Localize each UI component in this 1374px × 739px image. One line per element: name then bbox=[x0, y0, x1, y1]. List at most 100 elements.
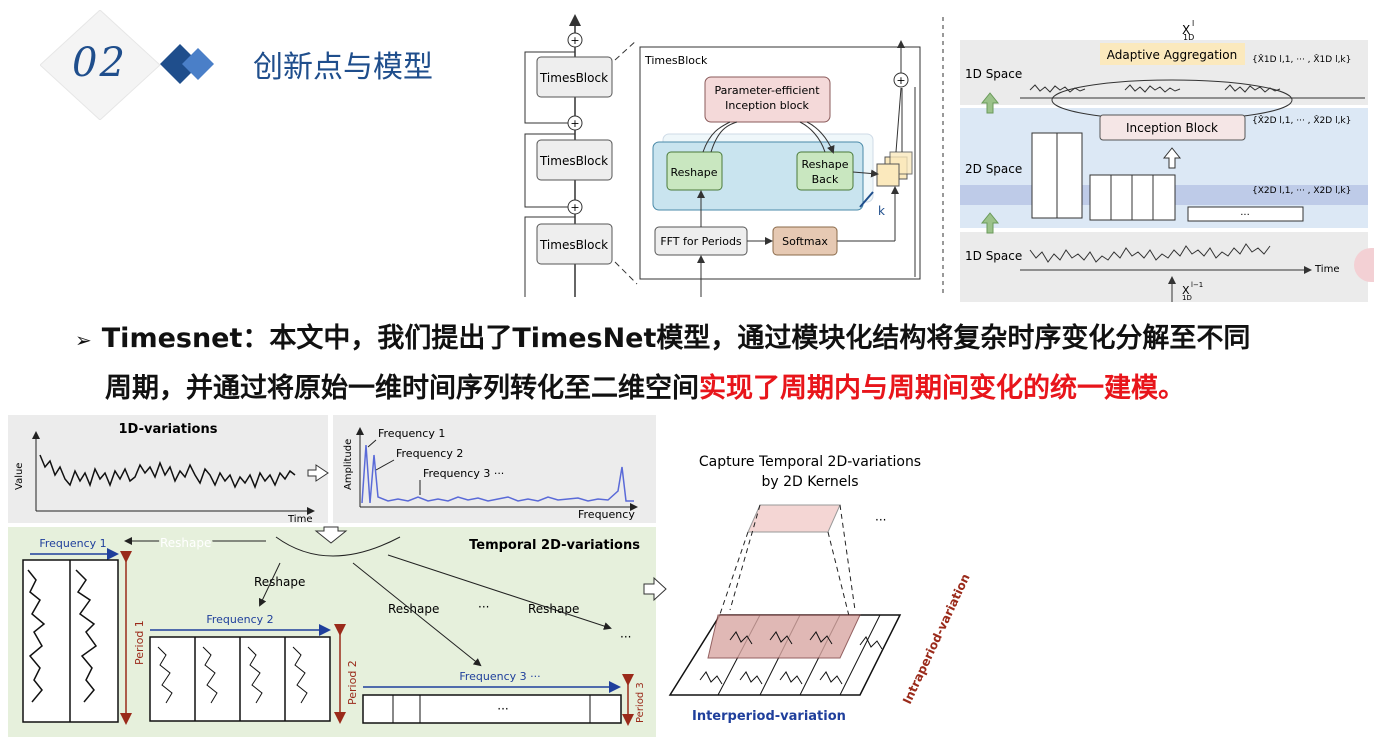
up-arrow-icon bbox=[980, 92, 1000, 114]
diamond-icon bbox=[160, 44, 200, 84]
period-label-1: Period 1 bbox=[133, 620, 146, 665]
set-2d-label: {X2D l,1, ··· , X2D l,k} bbox=[1252, 186, 1351, 196]
timesnet-architecture-figure: TimesBlock TimesBlock TimesBlock + + + T… bbox=[524, 14, 944, 297]
time-label: Time bbox=[1314, 264, 1339, 275]
capture-line-1: Capture Temporal 2D-variations bbox=[699, 454, 921, 470]
space-1d-bottom: 1D Space bbox=[965, 249, 1022, 263]
bullet-text-1: Timesnet：本文中，我们提出了TimesNet模型，通过模块化结构将复杂时… bbox=[101, 323, 1251, 354]
series-1d-variation bbox=[39, 454, 296, 490]
timesblock-box-2 bbox=[536, 139, 613, 181]
x-out-sub: 1D bbox=[1183, 33, 1194, 42]
timesblock-label-2: TimesBlock bbox=[539, 154, 608, 168]
interperiod-label: Interperiod-variation bbox=[692, 709, 846, 724]
side-bubble-icon[interactable] bbox=[1354, 248, 1374, 282]
reshape-box bbox=[666, 151, 723, 191]
section-title: 创新点与模型 bbox=[253, 50, 433, 85]
adaptive-aggregation-label: Adaptive Aggregation bbox=[1107, 48, 1237, 62]
period-label-3: Period 3 bbox=[635, 682, 646, 723]
svg-text:+: + bbox=[570, 34, 579, 47]
grid-period-3 bbox=[362, 694, 622, 724]
x-out-label: X bbox=[1182, 23, 1190, 37]
timesblock-label-1: TimesBlock bbox=[539, 71, 608, 85]
timesblock-box-1 bbox=[536, 56, 613, 98]
softmax-label: Softmax bbox=[782, 235, 828, 248]
kernel-region bbox=[707, 614, 861, 659]
svg-text:+: + bbox=[570, 117, 579, 130]
freq-span-1: Frequency 1 bbox=[39, 537, 106, 550]
freq-span-2: Frequency 2 bbox=[206, 613, 273, 626]
intraperiod-label: Intraperiod-variation bbox=[900, 572, 973, 707]
freq-label-3: Frequency 3 ··· bbox=[423, 467, 504, 480]
svg-text:+: + bbox=[896, 74, 905, 87]
temporal-2d-title: Temporal 2D-variations bbox=[469, 538, 640, 553]
up-arrow-icon bbox=[980, 212, 1000, 234]
right-arrow-icon bbox=[307, 464, 329, 482]
x-out-sup: l bbox=[1192, 19, 1194, 28]
svg-text:+: + bbox=[570, 201, 579, 214]
space-1d-top: 1D Space bbox=[965, 67, 1022, 81]
set-1d-label: {X̂1D l,1, ··· , X̂1D l,k} bbox=[1252, 53, 1351, 65]
inception-line1: Parameter-efficient bbox=[714, 84, 820, 97]
freq-label-2: Frequency 2 bbox=[396, 447, 463, 460]
up-outline-arrow-icon bbox=[1162, 147, 1182, 169]
frequency-axis-label: Frequency bbox=[578, 508, 635, 521]
variations-figure: 1D-variations Value Time Amplitude Frequ… bbox=[8, 415, 656, 737]
timesblock-stack: TimesBlock TimesBlock TimesBlock + + + bbox=[524, 32, 613, 297]
freq-span-3: Frequency 3 ··· bbox=[459, 670, 540, 683]
reshape-back-line1: Reshape bbox=[801, 158, 848, 171]
inception-block-label: Inception Block bbox=[1126, 121, 1218, 135]
space-2d: 2D Space bbox=[965, 162, 1022, 176]
header-decoration bbox=[40, 10, 214, 120]
kernel-dots: ··· bbox=[875, 513, 886, 527]
bullet-text-2-plain: 周期，并通过将原始一维时间序列转化至二维空间 bbox=[105, 373, 699, 404]
section-number: 02 bbox=[72, 40, 127, 86]
series-1d-line bbox=[1029, 243, 1271, 263]
fft-label: FFT for Periods bbox=[660, 235, 742, 248]
bullet-line-2: 周期，并通过将原始一维时间序列转化至二维空间实现了周期内与周期间变化的统一建模。 bbox=[105, 366, 1185, 405]
variations-1d-title: 1D-variations bbox=[119, 422, 218, 437]
kernel-figure: Capture Temporal 2D-variations by 2D Ker… bbox=[668, 454, 973, 724]
dots-right: ··· bbox=[620, 630, 631, 644]
timesblock-detail-title: TimesBlock bbox=[644, 54, 708, 67]
reshape-label-2: Reshape bbox=[254, 575, 305, 589]
diamond-icon-2 bbox=[182, 48, 214, 80]
dots-middle: ··· bbox=[478, 600, 489, 614]
svg-text:···: ··· bbox=[497, 702, 508, 716]
inception-line2: Inception block bbox=[725, 99, 809, 112]
reshape-label-3: Reshape bbox=[388, 602, 439, 616]
reshape-back-line2: Back bbox=[812, 173, 839, 186]
inception-block-box bbox=[704, 76, 831, 123]
down-arrow-icon bbox=[314, 526, 348, 544]
value-axis-label: Value bbox=[14, 463, 25, 490]
timesblock-label-3: TimesBlock bbox=[539, 238, 608, 252]
panel-frequency bbox=[333, 415, 656, 523]
bullet-line-1: ➢ Timesnet：本文中，我们提出了TimesNet模型，通过模块化结构将复杂… bbox=[75, 316, 1250, 355]
space-transformation-figure: 1D Space 2D Space 1D Space Adaptive Aggr… bbox=[960, 19, 1368, 302]
freq-label-1: Frequency 1 bbox=[378, 427, 445, 440]
bullet-marker-icon: ➢ bbox=[75, 328, 92, 352]
reshape-label: Reshape bbox=[670, 166, 717, 179]
spectrum-line bbox=[361, 444, 634, 504]
aggregation-stack bbox=[876, 163, 900, 187]
timesblock-box-3 bbox=[536, 223, 613, 265]
set-2d-hat-label: {X̂2D l,1, ··· , X̂2D l,k} bbox=[1252, 114, 1351, 126]
inception-block-box-2 bbox=[1099, 114, 1246, 141]
kernel-top bbox=[747, 504, 841, 533]
bullet-text-2-red: 实现了周期内与周期间变化的统一建模。 bbox=[699, 373, 1185, 404]
adaptive-aggregation-box bbox=[1100, 43, 1245, 65]
x-in-label: X bbox=[1182, 284, 1190, 297]
diamond-bg-shape bbox=[40, 10, 161, 120]
add-icon bbox=[567, 32, 583, 48]
time-axis-label: Time bbox=[287, 514, 312, 525]
right-outline-arrow-icon bbox=[643, 576, 667, 602]
dots-label: ··· bbox=[1240, 210, 1250, 221]
k-label: k bbox=[878, 204, 885, 218]
period-label-2: Period 2 bbox=[346, 660, 359, 705]
capture-line-2: by 2D Kernels bbox=[761, 474, 858, 490]
amplitude-axis-label: Amplitude bbox=[343, 439, 354, 490]
grid-2d-3 bbox=[1187, 206, 1304, 222]
x-in-sub: 1D bbox=[1182, 294, 1192, 302]
reshape-label-1: Reshape bbox=[160, 536, 211, 550]
x-in-sup: l−1 bbox=[1191, 281, 1203, 289]
